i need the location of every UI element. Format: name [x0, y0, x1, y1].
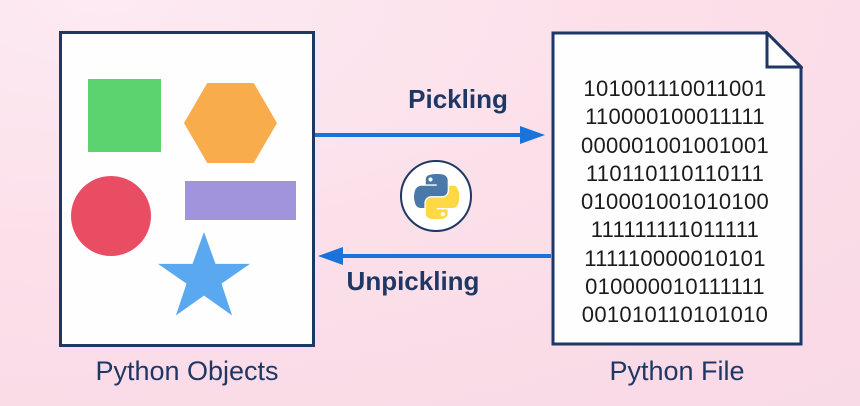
unpickling-label: Unpickling	[346, 266, 480, 296]
binary-line: 001010110101010	[581, 302, 769, 328]
binary-line: 010001001010100	[580, 189, 770, 215]
unpickling-arrowhead	[318, 247, 343, 265]
binary-content: 101001110011001 110000100011111 00000100…	[551, 75, 799, 330]
python-objects-label: Python Objects	[95, 356, 279, 386]
python-file-card: 101001110011001 110000100011111 00000100…	[551, 31, 803, 346]
hexagon-shape	[184, 83, 277, 163]
unpickling-arrow	[318, 247, 551, 265]
star-shape	[158, 232, 250, 316]
python-logo-blue-snake	[413, 173, 448, 208]
binary-line: 000001001001001	[580, 132, 770, 158]
square-shape	[88, 79, 161, 152]
pickling-label: Pickling	[408, 84, 508, 114]
python-logo-yellow-snake	[425, 185, 459, 219]
binary-line: 111111111011111	[590, 217, 760, 243]
binary-line: 101001110011001	[583, 76, 767, 101]
document-outline	[551, 31, 803, 346]
circle-shape	[71, 176, 151, 256]
python-logo-badge	[400, 160, 472, 232]
binary-line: 110110110110111	[585, 160, 765, 186]
document-page	[551, 31, 803, 346]
python-objects-card	[59, 31, 315, 347]
pickling-arrowhead	[520, 126, 545, 144]
binary-line: 111110000010101	[584, 245, 766, 271]
binary-line: 110000100011111	[585, 104, 765, 130]
binary-line: 010000010111111	[585, 274, 765, 300]
rectangle-shape	[185, 181, 296, 220]
python-file-label: Python File	[609, 356, 745, 386]
document-fold-corner	[765, 31, 803, 69]
pickling-arrow	[315, 126, 545, 144]
python-logo-icon	[413, 173, 459, 219]
